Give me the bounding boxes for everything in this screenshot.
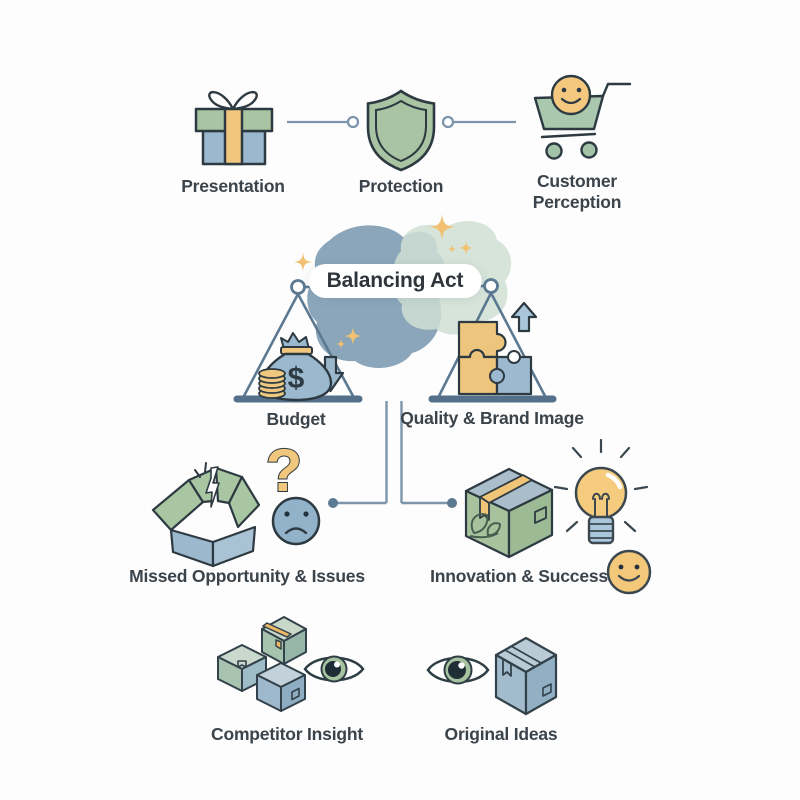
cart-smiley-face-icon	[550, 74, 592, 116]
up-arrow-icon	[510, 301, 538, 333]
top-connector-left	[287, 115, 360, 129]
lightbulb-icon	[553, 438, 649, 545]
dollar-sign: $	[288, 362, 305, 395]
sad-face-icon	[271, 496, 321, 546]
broken-box-icon	[151, 462, 261, 568]
label-competitor-insight: Competitor Insight	[211, 724, 363, 744]
eye-icon	[426, 655, 490, 685]
label-protection: Protection	[358, 176, 444, 196]
center-label: Balancing Act	[326, 269, 464, 292]
eco-box-icon	[464, 467, 554, 559]
boxes-cluster-icon	[217, 616, 307, 712]
box-top	[261, 616, 307, 665]
center-pill: Balancing Act	[308, 264, 482, 298]
box-icon	[494, 636, 558, 716]
branch-connectors	[328, 401, 457, 508]
shopping-cart-icon	[533, 74, 632, 160]
label-innovation-success: Innovation & Success	[430, 566, 608, 586]
label-customer-perception: Customer Perception	[532, 171, 622, 212]
shield-icon	[366, 89, 436, 172]
box-bottom	[256, 662, 306, 712]
puzzle-icon	[457, 320, 533, 396]
label-missed-opportunity: Missed Opportunity & Issues	[129, 566, 365, 586]
gift-icon	[194, 91, 274, 166]
happy-face-icon	[606, 549, 652, 595]
sparkle-icons	[293, 213, 474, 349]
label-original-ideas: Original Ideas	[444, 724, 558, 744]
coins-icon	[258, 368, 286, 399]
label-presentation: Presentation	[181, 176, 285, 196]
label-quality-brand-image: Quality & Brand Image	[400, 408, 584, 428]
label-budget: Budget	[266, 409, 326, 429]
top-connector-right	[441, 115, 516, 129]
question-mark-icon: ?	[266, 437, 303, 504]
eye-icon	[303, 655, 365, 683]
leaf-icon	[469, 513, 501, 539]
